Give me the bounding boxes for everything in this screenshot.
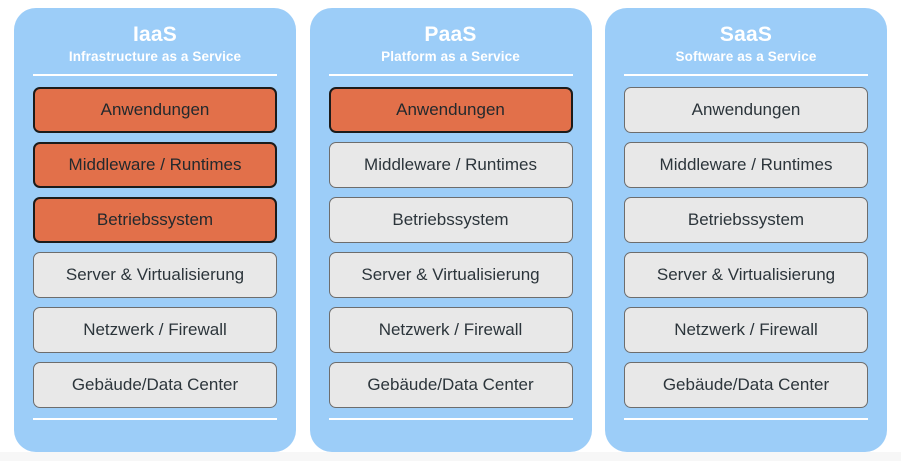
layer-box-iaas-gebaeude-data-center[interactable]: Gebäude/Data Center [33,362,277,408]
layer-box-iaas-middleware-runtimes[interactable]: Middleware / Runtimes [33,142,277,188]
panel-subtitle-paas: Platform as a Service [381,49,520,64]
layer-stack-paas: Anwendungen Middleware / Runtimes Betrie… [310,76,592,408]
service-model-panel-paas[interactable]: PaaS Platform as a Service Anwendungen M… [309,8,592,452]
layer-stack-saas: Anwendungen Middleware / Runtimes Betrie… [605,76,887,408]
panel-footer-divider-iaas [33,418,277,420]
panel-subtitle-iaas: Infrastructure as a Service [68,49,242,64]
service-model-panel-saas[interactable]: SaaS Software as a Service Anwendungen M… [605,8,887,452]
panel-header-saas: SaaS Software as a Service [605,8,887,66]
layer-box-paas-anwendungen[interactable]: Anwendungen [328,87,573,133]
layer-box-saas-server-virtualisierung[interactable]: Server & Virtualisierung [624,252,868,298]
layer-box-paas-server-virtualisierung[interactable]: Server & Virtualisierung [328,252,573,298]
panel-header-divider-paas [328,74,573,76]
layer-box-paas-middleware-runtimes[interactable]: Middleware / Runtimes [328,142,573,188]
layer-box-iaas-betriebssystem[interactable]: Betriebssystem [33,197,277,243]
service-model-panel-row: IaaS Infrastructure as a Service Anwendu… [14,8,887,452]
panel-subtitle-saas: Software as a Service [675,49,817,64]
layer-box-paas-gebaeude-data-center[interactable]: Gebäude/Data Center [328,362,573,408]
layer-box-iaas-anwendungen[interactable]: Anwendungen [33,87,277,133]
layer-stack-iaas: Anwendungen Middleware / Runtimes Betrie… [14,76,296,408]
layer-box-paas-netzwerk-firewall[interactable]: Netzwerk / Firewall [328,307,573,353]
layer-box-saas-betriebssystem[interactable]: Betriebssystem [624,197,868,243]
service-model-panel-iaas[interactable]: IaaS Infrastructure as a Service Anwendu… [14,8,296,452]
panel-title-saas: SaaS [719,23,773,46]
panel-header-paas: PaaS Platform as a Service [310,8,592,66]
page-bottom-strip [0,452,901,461]
layer-box-iaas-netzwerk-firewall[interactable]: Netzwerk / Firewall [33,307,277,353]
panel-header-divider-iaas [33,74,277,76]
layer-box-saas-netzwerk-firewall[interactable]: Netzwerk / Firewall [624,307,868,353]
layer-box-saas-gebaeude-data-center[interactable]: Gebäude/Data Center [624,362,868,408]
panel-title-paas: PaaS [424,23,477,46]
panel-header-divider-saas [624,74,868,76]
layer-box-paas-betriebssystem[interactable]: Betriebssystem [328,197,573,243]
layer-box-iaas-server-virtualisierung[interactable]: Server & Virtualisierung [33,252,277,298]
layer-box-saas-middleware-runtimes[interactable]: Middleware / Runtimes [624,142,868,188]
panel-footer-divider-saas [624,418,868,420]
panel-title-iaas: IaaS [133,23,177,46]
layer-box-saas-anwendungen[interactable]: Anwendungen [624,87,868,133]
panel-header-iaas: IaaS Infrastructure as a Service [14,8,296,66]
panel-footer-divider-paas [328,418,573,420]
